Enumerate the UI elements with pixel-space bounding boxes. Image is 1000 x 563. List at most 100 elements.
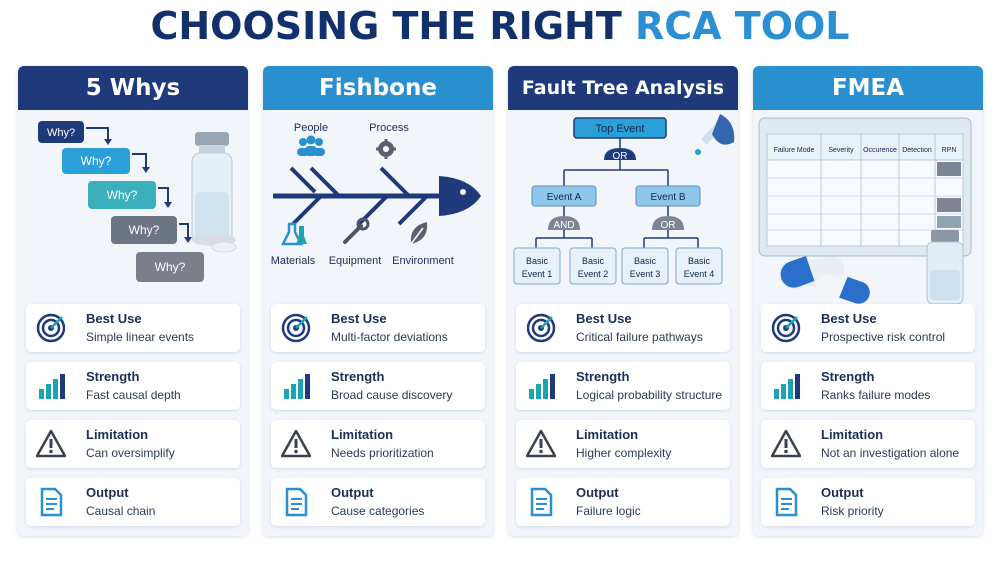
why-step-2: Why? xyxy=(81,154,112,168)
wrench-icon xyxy=(343,217,370,244)
vial-icon xyxy=(926,230,964,305)
column-header: Fault Tree Analysis xyxy=(508,66,738,110)
card-value: Higher complexity xyxy=(576,446,672,460)
bar-chart-icon xyxy=(281,371,311,401)
pipette-icon xyxy=(695,114,735,155)
basic-label: Basic xyxy=(634,256,657,266)
bar-chart-icon xyxy=(771,371,801,401)
title-main: CHOOSING THE RIGHT xyxy=(150,4,622,48)
card-strength: Strength Fast causal depth xyxy=(26,362,240,410)
gear-icon xyxy=(376,139,396,159)
target-icon xyxy=(526,313,556,343)
basic-event-3: Event 3 xyxy=(630,269,661,279)
document-icon xyxy=(526,487,556,517)
category-people: People xyxy=(294,122,328,134)
card-output: Output Failure logic xyxy=(516,478,730,526)
table-header-rpn: RPN xyxy=(942,147,957,154)
why-step-3: Why? xyxy=(107,188,138,202)
card-value: Broad cause discovery xyxy=(331,388,453,402)
card-best-use: Best Use Prospective risk control xyxy=(761,304,975,352)
document-icon xyxy=(281,487,311,517)
card-output: Output Causal chain xyxy=(26,478,240,526)
card-strength: Strength Broad cause discovery xyxy=(271,362,485,410)
card-value: Can oversimplify xyxy=(86,446,175,460)
document-icon xyxy=(36,487,66,517)
column-fault-tree: Fault Tree Analysis Top Event OR Event A… xyxy=(508,66,738,536)
card-label: Limitation xyxy=(86,427,149,442)
card-label: Output xyxy=(576,485,619,500)
why-step-4: Why? xyxy=(129,223,160,237)
card-best-use: Best Use Multi-factor deviations xyxy=(271,304,485,352)
category-equipment: Equipment xyxy=(329,255,382,267)
bar-chart-icon xyxy=(36,371,66,401)
card-value: Causal chain xyxy=(86,504,156,518)
card-value: Prospective risk control xyxy=(821,330,946,344)
card-label: Output xyxy=(331,485,374,500)
clipboard-icon xyxy=(758,117,972,257)
card-strength: Strength Logical probability structure xyxy=(516,362,730,410)
title-accent: RCA TOOL xyxy=(634,4,850,48)
card-label: Best Use xyxy=(576,311,632,326)
card-label: Output xyxy=(86,485,129,500)
vial-icon xyxy=(191,132,237,253)
card-limitation: Limitation Not an investigation alone xyxy=(761,420,975,468)
basic-label: Basic xyxy=(582,256,605,266)
basic-event-4: Event 4 xyxy=(684,269,715,279)
card-output: Output Risk priority xyxy=(761,478,975,526)
basic-label: Basic xyxy=(688,256,711,266)
gate-or-b: OR xyxy=(661,220,676,231)
warning-icon xyxy=(36,429,66,459)
column-header: 5 Whys xyxy=(18,66,248,110)
category-process: Process xyxy=(369,122,409,134)
fishbone-illustration: People Process xyxy=(263,112,493,358)
card-value: Not an investigation alone xyxy=(821,446,960,460)
document-icon xyxy=(771,487,801,517)
event-a: Event A xyxy=(547,192,582,203)
leaf-icon xyxy=(410,222,428,245)
target-icon xyxy=(36,313,66,343)
card-value: Critical failure pathways xyxy=(576,330,703,344)
gate-and: AND xyxy=(553,220,574,231)
table-header-occurence: Occurence xyxy=(863,147,897,154)
bar-chart-icon xyxy=(526,371,556,401)
category-environment: Environment xyxy=(392,255,454,267)
warning-icon xyxy=(526,429,556,459)
why-step-1: Why? xyxy=(47,127,75,139)
five-whys-illustration: Why? Why? Why? Why? Why? xyxy=(18,112,248,358)
column-fmea: FMEA Failure Mode Severity Occurence Det… xyxy=(753,66,983,536)
fault-tree-illustration: Top Event OR Event A Event B AND OR Basi… xyxy=(508,112,738,358)
basic-event-1: Event 1 xyxy=(522,269,553,279)
card-label: Best Use xyxy=(86,311,142,326)
column-5-whys: 5 Whys Why? Why? xyxy=(18,66,248,536)
card-value: Risk priority xyxy=(821,504,884,518)
why-step-5: Why? xyxy=(155,260,186,274)
column-header: FMEA xyxy=(753,66,983,110)
card-label: Strength xyxy=(576,369,630,384)
card-value: Fast causal depth xyxy=(86,388,181,402)
card-output: Output Cause categories xyxy=(271,478,485,526)
warning-icon xyxy=(281,429,311,459)
card-value: Logical probability structure xyxy=(576,388,723,402)
card-limitation: Limitation Higher complexity xyxy=(516,420,730,468)
warning-icon xyxy=(771,429,801,459)
basic-label: Basic xyxy=(526,256,549,266)
card-label: Limitation xyxy=(331,427,394,442)
target-icon xyxy=(281,313,311,343)
card-label: Limitation xyxy=(821,427,884,442)
card-label: Strength xyxy=(821,369,875,384)
card-value: Ranks failure modes xyxy=(821,388,931,402)
card-label: Best Use xyxy=(821,311,877,326)
column-fishbone: Fishbone People Process xyxy=(263,66,493,536)
card-label: Strength xyxy=(86,369,140,384)
table-header-detection: Detection xyxy=(902,147,932,154)
card-limitation: Limitation Needs prioritization xyxy=(271,420,485,468)
top-event: Top Event xyxy=(596,123,645,135)
card-value: Multi-factor deviations xyxy=(331,330,448,344)
column-header: Fishbone xyxy=(263,66,493,110)
card-value: Simple linear events xyxy=(86,330,195,344)
table-header-severity: Severity xyxy=(828,147,854,154)
capsule-icon xyxy=(780,255,870,304)
card-best-use: Best Use Critical failure pathways xyxy=(516,304,730,352)
card-value: Needs prioritization xyxy=(331,446,434,460)
flask-icon xyxy=(280,222,307,246)
